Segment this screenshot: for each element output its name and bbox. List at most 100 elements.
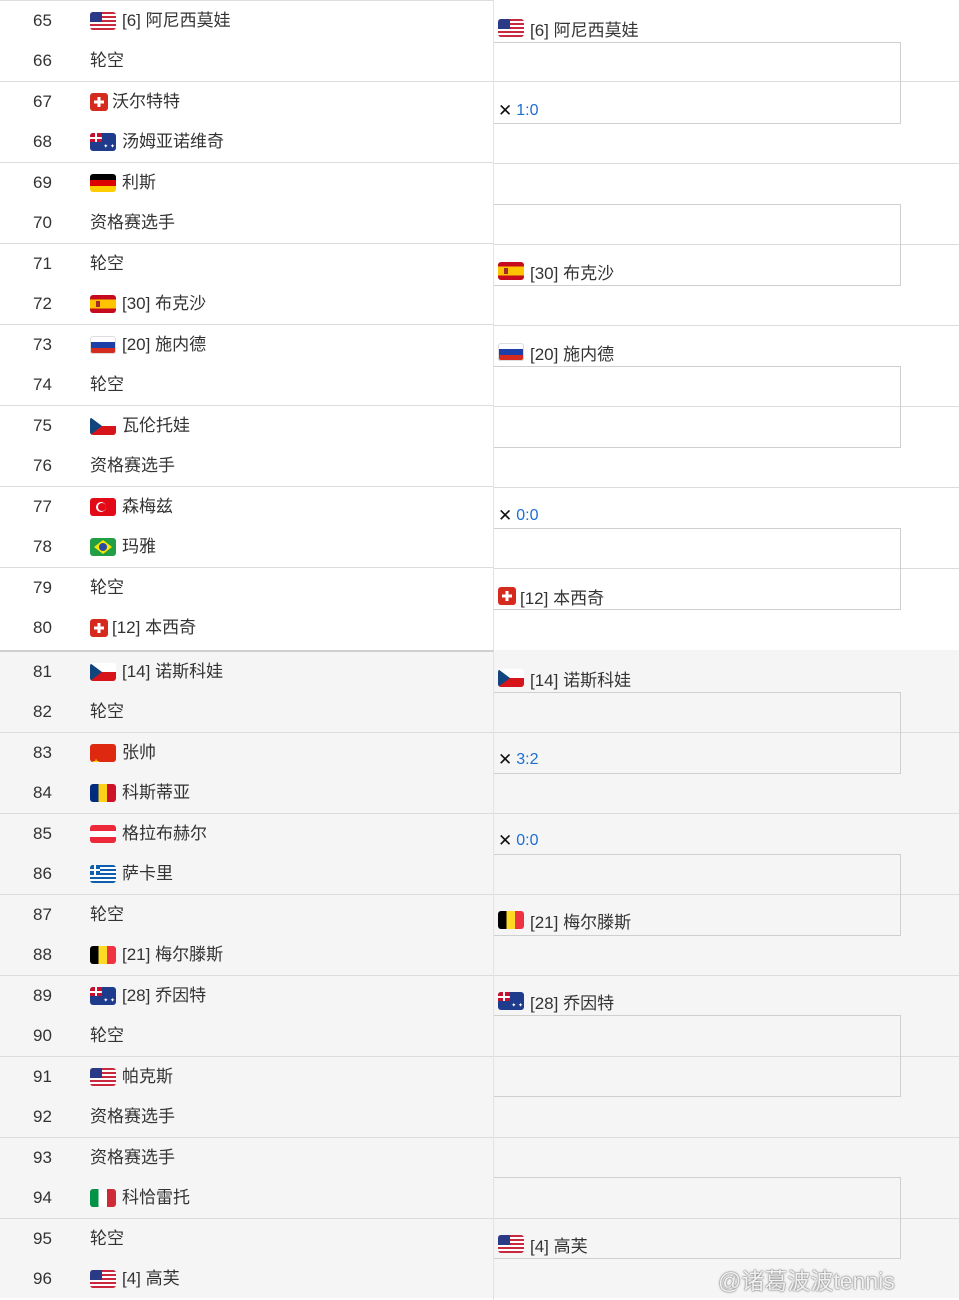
usa-flag-icon — [498, 1235, 524, 1253]
australia-flag-icon — [90, 133, 116, 151]
player-link: 轮空 — [90, 244, 124, 284]
draw-position: 73 — [33, 335, 52, 354]
player-link[interactable]: 科斯蒂亚 — [90, 773, 190, 813]
draw-row[interactable]: 72[30] 布克沙 — [0, 284, 493, 324]
divider — [494, 975, 959, 976]
round2-player[interactable]: [30] 布克沙 — [498, 259, 614, 283]
player-name: 萨卡里 — [122, 864, 173, 883]
draw-row[interactable]: 89[28] 乔因特 — [0, 976, 493, 1016]
draw-row[interactable]: 67 沃尔特特 — [0, 82, 493, 122]
match-pair: 67 沃尔特特 68汤姆亚诺维奇 — [0, 82, 493, 163]
player-link[interactable]: [12] 本西奇 — [90, 608, 196, 648]
round2-player[interactable]: [4] 高芙 — [498, 1232, 588, 1256]
usa-flag-icon — [498, 19, 524, 37]
draw-position: 88 — [33, 945, 52, 964]
player-link[interactable]: 利斯 — [90, 163, 156, 203]
player-name: 轮空 — [90, 1229, 124, 1248]
divider — [494, 568, 959, 569]
match-score-link[interactable]: ✕0:0 — [498, 505, 539, 527]
draw-row[interactable]: 80[12] 本西奇 — [0, 608, 493, 648]
player-link[interactable]: 科恰雷托 — [90, 1178, 190, 1218]
player-link[interactable]: 萨卡里 — [90, 854, 173, 894]
player-name: 沃尔特特 — [112, 92, 180, 111]
draw-position: 77 — [33, 497, 52, 516]
bracket-connector — [494, 1015, 901, 1097]
player-link[interactable]: 森梅兹 — [90, 487, 173, 527]
player-link[interactable]: [20] 施内德 — [90, 325, 206, 365]
round2-player[interactable]: [14] 诺斯科娃 — [498, 666, 631, 690]
usa-flag-icon — [90, 12, 116, 30]
draw-row[interactable]: 78 玛雅 — [0, 527, 493, 567]
romania-flag-icon — [90, 784, 116, 802]
player-link: 轮空 — [90, 895, 124, 935]
player-link[interactable]: 沃尔特特 — [90, 82, 180, 122]
player-link[interactable]: [14] 诺斯科娃 — [90, 652, 223, 692]
draw-row[interactable]: 68汤姆亚诺维奇 — [0, 122, 493, 162]
round2-player[interactable]: [12] 本西奇 — [498, 584, 604, 608]
player-name: [12] 本西奇 — [112, 618, 197, 637]
round2-column: [14] 诺斯科娃 ✕3:2 ✕0:0 [21] 梅尔滕斯 [28] 乔因特 [… — [494, 650, 959, 1298]
player-link[interactable]: [4] 高芙 — [90, 1259, 180, 1299]
draw-position: 70 — [33, 213, 52, 232]
match-score-link[interactable]: ✕3:2 — [498, 749, 539, 771]
player-link[interactable]: [6] 阿尼西莫娃 — [90, 1, 231, 41]
round2-player[interactable]: [6] 阿尼西莫娃 — [498, 16, 639, 40]
draw-row[interactable]: 73 [20] 施内德 — [0, 325, 493, 365]
divider — [494, 325, 959, 326]
player-name: 帕克斯 — [122, 1067, 173, 1086]
draw-row[interactable]: 88 [21] 梅尔滕斯 — [0, 935, 493, 975]
draw-row[interactable]: 96 [4] 高芙 — [0, 1259, 493, 1299]
bracket-connector — [494, 204, 901, 286]
player-link[interactable]: 张帅 — [90, 733, 156, 773]
round2-player[interactable]: [21] 梅尔滕斯 — [498, 908, 631, 932]
player-link[interactable]: [21] 梅尔滕斯 — [90, 935, 223, 975]
match-score-link[interactable]: ✕1:0 — [498, 100, 539, 122]
draw-position: 67 — [33, 92, 52, 111]
player-link[interactable]: 瓦伦托娃 — [90, 406, 190, 446]
draw-position: 90 — [33, 1026, 52, 1045]
player-link[interactable]: 帕克斯 — [90, 1057, 173, 1097]
round2-player[interactable]: [28] 乔因特 — [498, 989, 614, 1013]
player-link[interactable]: [30] 布克沙 — [90, 284, 206, 324]
match-score-link[interactable]: ✕0:0 — [498, 830, 539, 852]
player-link[interactable]: 格拉布赫尔 — [90, 814, 207, 854]
player-name: [6] 阿尼西莫娃 — [530, 20, 639, 40]
player-link: 轮空 — [90, 1016, 124, 1056]
draw-position: 82 — [33, 702, 52, 721]
player-link[interactable]: 玛雅 — [90, 527, 156, 567]
draw-row[interactable]: 83张帅 — [0, 733, 493, 773]
draw-position: 78 — [33, 537, 52, 556]
draw-row[interactable]: 81[14] 诺斯科娃 — [0, 652, 493, 692]
player-link: 轮空 — [90, 1219, 124, 1259]
watermark: @诸葛波波tennis — [718, 1268, 895, 1294]
round2-player[interactable]: [20] 施内德 — [498, 340, 614, 364]
bracket-connector — [494, 692, 901, 774]
player-link[interactable]: [28] 乔因特 — [90, 976, 206, 1016]
player-name: [20] 施内德 — [530, 344, 615, 364]
usa-flag-icon — [90, 1270, 116, 1288]
draw-row[interactable]: 65[6] 阿尼西莫娃 — [0, 1, 493, 41]
divider — [494, 1056, 959, 1057]
player-link[interactable]: 汤姆亚诺维奇 — [90, 122, 224, 162]
turkey-flag-icon — [90, 498, 116, 516]
draw-position: 96 — [33, 1269, 52, 1288]
draw-row[interactable]: 77 森梅兹 — [0, 487, 493, 527]
player-name: 资格赛选手 — [90, 1148, 175, 1167]
divider — [494, 813, 959, 814]
